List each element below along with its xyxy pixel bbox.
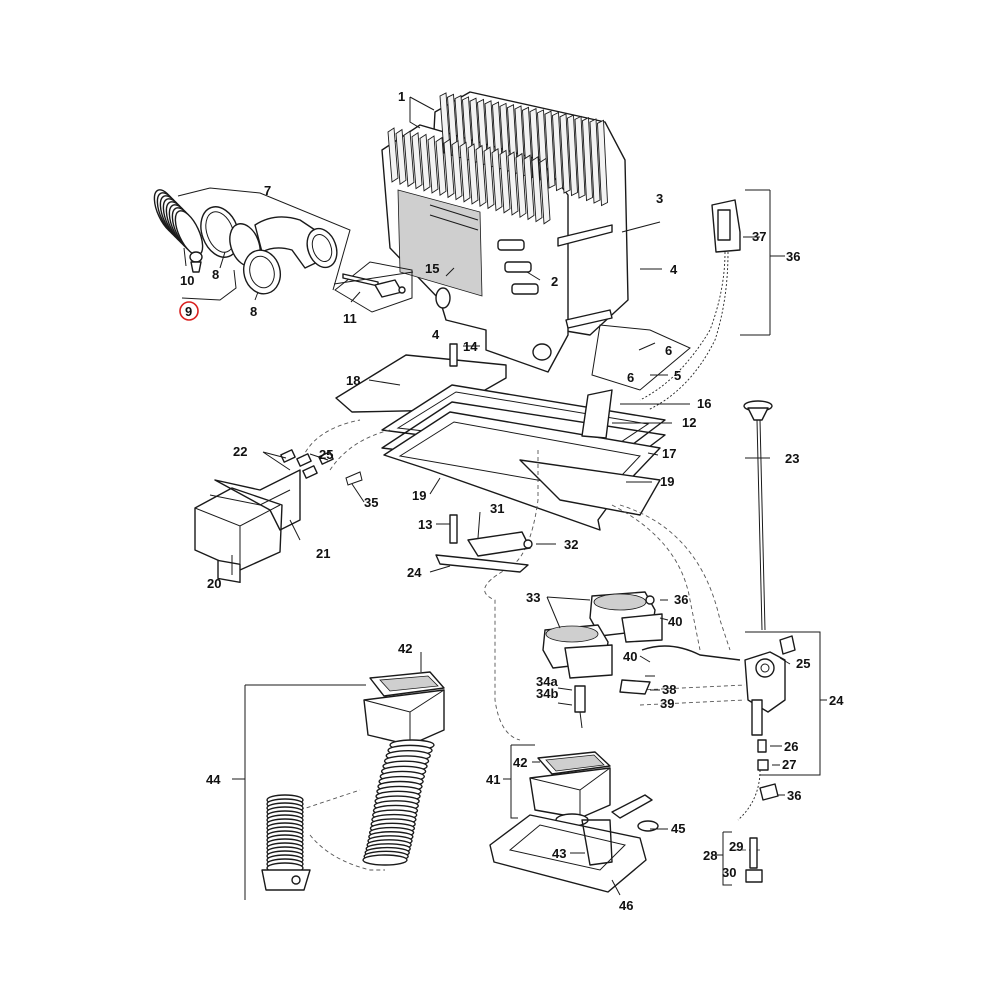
thermocouple-rod: [743, 400, 773, 631]
label-22: 22: [233, 444, 247, 459]
label-45: 45: [671, 821, 685, 836]
label-39: 39: [660, 696, 674, 711]
label-23: 23: [785, 451, 799, 466]
highlight-circle-9: [179, 301, 199, 321]
electrode-parts: [435, 343, 533, 573]
label-7: 7: [264, 183, 271, 198]
label-29: 29: [729, 839, 743, 854]
label-36: 36: [674, 592, 688, 607]
label-19: 19: [660, 474, 674, 489]
part-number-labels: 1 2 3 4 4 5 6 6 7 8 8 9 10 11 12 13 14 1…: [179, 89, 844, 913]
label-43: 43: [552, 846, 566, 861]
label-40: 40: [668, 614, 682, 629]
label-11: 11: [343, 311, 357, 326]
label-8: 8: [250, 304, 257, 319]
connectors: [280, 449, 363, 486]
label-24: 24: [407, 565, 422, 580]
label-24: 24: [829, 693, 844, 708]
label-34a: 34a: [536, 674, 558, 689]
label-13: 13: [418, 517, 432, 532]
label-32: 32: [564, 537, 578, 552]
label-19: 19: [412, 488, 426, 503]
thermostat-sensor: [639, 199, 741, 411]
label-27: 27: [782, 757, 796, 772]
outlet-box-assembly: [489, 751, 659, 893]
label-12: 12: [682, 415, 696, 430]
burner-assembly: [542, 591, 663, 729]
label-9-highlighted: 9: [185, 304, 192, 319]
label-40: 40: [623, 649, 637, 664]
flue-elbow-assembly: [153, 189, 413, 313]
label-26: 26: [784, 739, 798, 754]
label-4: 4: [432, 327, 440, 342]
label-17: 17: [662, 446, 676, 461]
label-25: 25: [796, 656, 810, 671]
gas-valve: [619, 635, 796, 821]
label-46: 46: [619, 898, 633, 913]
label-6: 6: [627, 370, 634, 385]
heat-exchanger: [381, 91, 629, 373]
label-42: 42: [398, 641, 412, 656]
label-28: 28: [703, 848, 717, 863]
label-38: 38: [662, 682, 676, 697]
label-20: 20: [207, 576, 221, 591]
label-10: 10: [180, 273, 194, 288]
label-33: 33: [526, 590, 540, 605]
label-2: 2: [551, 274, 558, 289]
label-37: 37: [752, 229, 766, 244]
label-4: 4: [670, 262, 678, 277]
label-42: 42: [513, 755, 527, 770]
label-18: 18: [346, 373, 360, 388]
label-6: 6: [665, 343, 672, 358]
dashed-assembly-lines: [299, 419, 760, 871]
label-25: 25: [319, 447, 333, 462]
label-14: 14: [463, 339, 478, 354]
label-35: 35: [364, 495, 378, 510]
label-5: 5: [674, 368, 681, 383]
label-16: 16: [697, 396, 711, 411]
label-36: 36: [786, 249, 800, 264]
warm-air-outlet: [261, 671, 445, 891]
label-8: 8: [212, 267, 219, 282]
leader-lines: [177, 96, 827, 900]
label-41: 41: [486, 772, 500, 787]
base-plates: [335, 354, 666, 531]
label-30: 30: [722, 865, 736, 880]
ignition-module: [194, 469, 301, 584]
label-3: 3: [656, 191, 663, 206]
label-34b: 34b: [536, 686, 558, 701]
label-36: 36: [787, 788, 801, 803]
label-44: 44: [206, 772, 221, 787]
label-31: 31: [490, 501, 504, 516]
label-15: 15: [425, 261, 439, 276]
jet-nozzle: [745, 837, 763, 883]
label-21: 21: [316, 546, 330, 561]
label-1: 1: [398, 89, 405, 104]
